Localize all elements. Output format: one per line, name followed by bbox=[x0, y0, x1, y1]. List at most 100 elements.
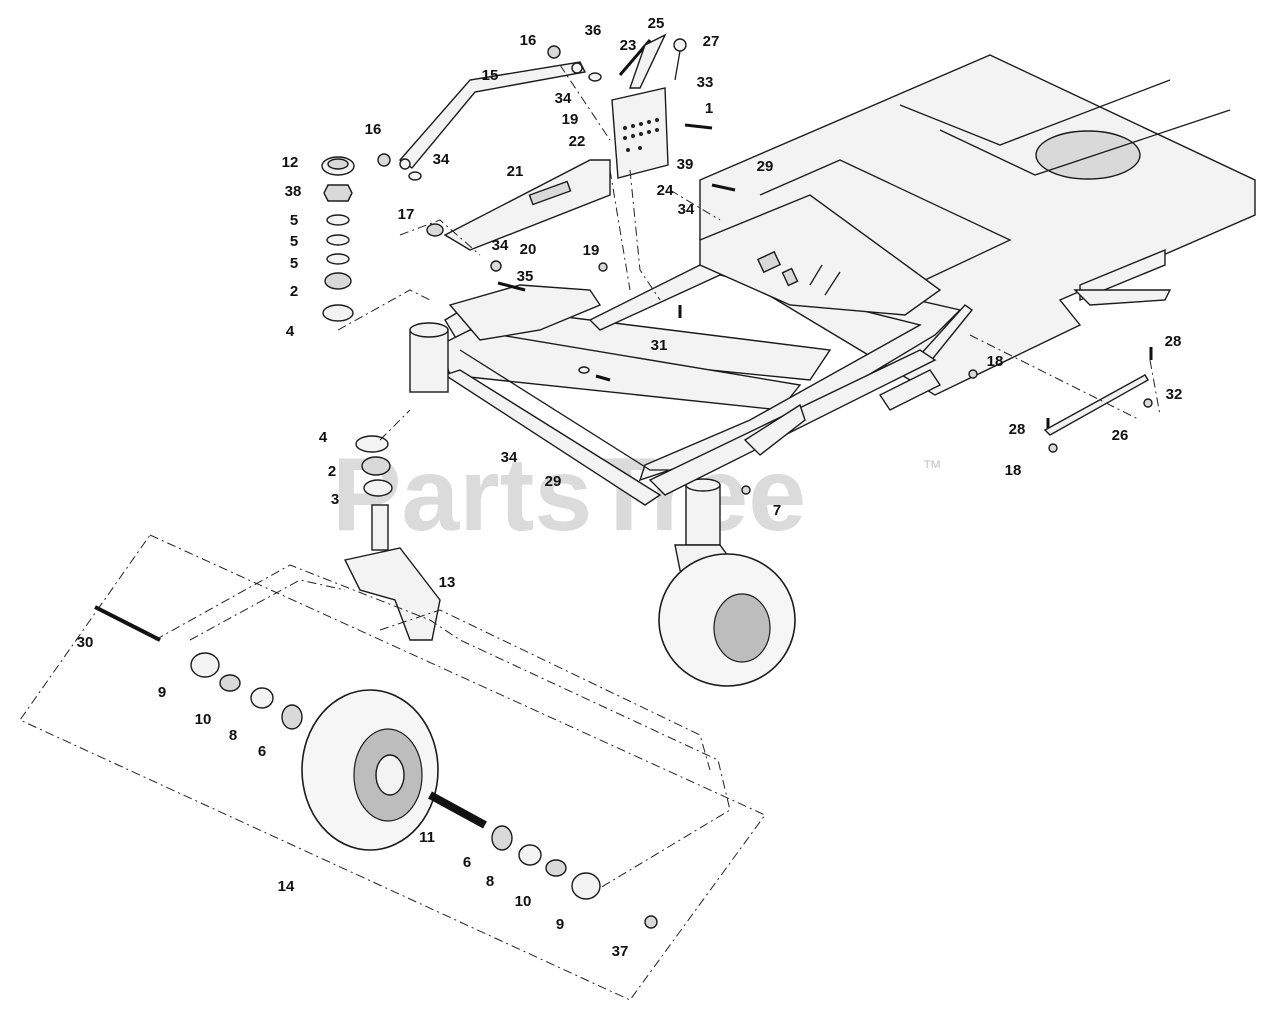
box-14 bbox=[19, 534, 766, 1001]
callout-32: 32 bbox=[1166, 386, 1183, 403]
arm-slot bbox=[528, 180, 572, 206]
panel-slot-2 bbox=[809, 264, 823, 286]
callout-26: 26 bbox=[1112, 427, 1129, 444]
spacer-9-left bbox=[190, 652, 220, 678]
callout-5: 5 bbox=[290, 233, 298, 250]
bearing-6-left bbox=[281, 704, 303, 730]
callout-30: 30 bbox=[77, 634, 94, 651]
bearing-2-upper bbox=[324, 272, 352, 290]
callout-5: 5 bbox=[290, 255, 298, 272]
washer-34-top bbox=[588, 72, 602, 82]
callout-25: 25 bbox=[648, 15, 665, 32]
watermark-trademark: ™ bbox=[922, 457, 942, 479]
callout-23: 23 bbox=[620, 37, 637, 54]
arm-pivot-2 bbox=[399, 158, 411, 170]
callout-34: 34 bbox=[501, 449, 518, 466]
frame-cutout bbox=[1035, 130, 1141, 180]
left-caster-assembly bbox=[94, 435, 601, 900]
race-3 bbox=[363, 479, 393, 497]
bushing-17 bbox=[426, 223, 444, 237]
frame-channel bbox=[759, 159, 1012, 281]
race-4-upper bbox=[322, 304, 354, 322]
washer-5b bbox=[326, 234, 350, 246]
control-arms bbox=[398, 33, 974, 496]
bolt-1 bbox=[684, 123, 713, 130]
callout-4: 4 bbox=[319, 429, 328, 446]
frame-lower-rail bbox=[443, 369, 662, 506]
callout-38: 38 bbox=[285, 183, 302, 200]
knob-stem bbox=[674, 50, 681, 81]
left-caster-tube bbox=[409, 329, 449, 393]
callout-14: 14 bbox=[278, 878, 295, 895]
bushing-10-right bbox=[545, 859, 567, 877]
callout-2: 2 bbox=[290, 283, 298, 300]
nut-16-top bbox=[547, 45, 561, 59]
callout-34: 34 bbox=[678, 201, 695, 218]
seal-8-right bbox=[518, 844, 542, 866]
callout-5: 5 bbox=[290, 212, 298, 229]
nut-19 bbox=[598, 262, 608, 272]
right-caster-tube bbox=[685, 484, 721, 546]
callout-33: 33 bbox=[697, 74, 714, 91]
lower-link bbox=[743, 403, 806, 456]
callout-28: 28 bbox=[1165, 333, 1182, 350]
frame-rib bbox=[899, 79, 1171, 146]
caster-spindle bbox=[371, 504, 389, 551]
callout-24: 24 bbox=[657, 182, 674, 199]
callout-labels: 1223445556678899101011121314151616171818… bbox=[77, 15, 1183, 960]
control-arm-15 bbox=[398, 61, 587, 169]
callout-22: 22 bbox=[569, 133, 586, 150]
arm-pivot bbox=[571, 62, 583, 74]
callout-12: 12 bbox=[282, 154, 299, 171]
callout-29: 29 bbox=[757, 158, 774, 175]
callout-39: 39 bbox=[677, 156, 694, 173]
control-arm-21 bbox=[443, 159, 611, 251]
bushing-10-left bbox=[219, 674, 241, 692]
caster-fork-13 bbox=[343, 547, 441, 641]
washer-5a bbox=[326, 214, 350, 226]
callout-6: 6 bbox=[258, 743, 266, 760]
callout-16: 16 bbox=[520, 32, 537, 49]
callout-19: 19 bbox=[583, 242, 600, 259]
callout-10: 10 bbox=[195, 711, 212, 728]
bearing-stack-left bbox=[321, 156, 355, 322]
nut-18-upper bbox=[968, 369, 978, 379]
callout-31: 31 bbox=[651, 337, 668, 354]
washer-34-lower bbox=[578, 366, 590, 374]
spacer-9-right bbox=[571, 872, 601, 900]
nut-18-lower bbox=[1048, 443, 1058, 453]
callout-9: 9 bbox=[556, 916, 564, 933]
callout-18: 18 bbox=[1005, 462, 1022, 479]
panel-slot-3 bbox=[824, 271, 841, 296]
washer-5c bbox=[326, 253, 350, 265]
panel-switch bbox=[756, 250, 782, 274]
callout-34: 34 bbox=[555, 90, 572, 107]
callout-15: 15 bbox=[482, 67, 499, 84]
axle-bolt-30 bbox=[94, 605, 161, 642]
bearing-6-right bbox=[491, 825, 513, 851]
callout-36: 36 bbox=[585, 22, 602, 39]
callout-8: 8 bbox=[229, 727, 237, 744]
callout-3: 3 bbox=[331, 491, 339, 508]
callout-34: 34 bbox=[492, 237, 509, 254]
mower-frame bbox=[439, 54, 1256, 506]
caster-tubes bbox=[409, 322, 721, 546]
callout-20: 20 bbox=[520, 241, 537, 258]
dashboard-panel bbox=[699, 194, 942, 316]
callout-17: 17 bbox=[398, 206, 415, 223]
callout-16: 16 bbox=[365, 121, 382, 138]
callout-8: 8 bbox=[486, 873, 494, 890]
callout-37: 37 bbox=[612, 943, 629, 960]
panel-slot bbox=[781, 267, 799, 287]
nut-16-left bbox=[377, 153, 391, 167]
callout-2: 2 bbox=[328, 463, 336, 480]
nut-38 bbox=[323, 184, 353, 202]
callout-27: 27 bbox=[703, 33, 720, 50]
bolt-29-upper bbox=[711, 183, 736, 192]
callout-13: 13 bbox=[439, 574, 456, 591]
right-caster-assembly bbox=[658, 544, 796, 687]
washer-34-left bbox=[408, 171, 422, 181]
callout-19: 19 bbox=[562, 111, 579, 128]
nut-32 bbox=[1143, 398, 1153, 408]
bracket-holes bbox=[623, 118, 659, 152]
